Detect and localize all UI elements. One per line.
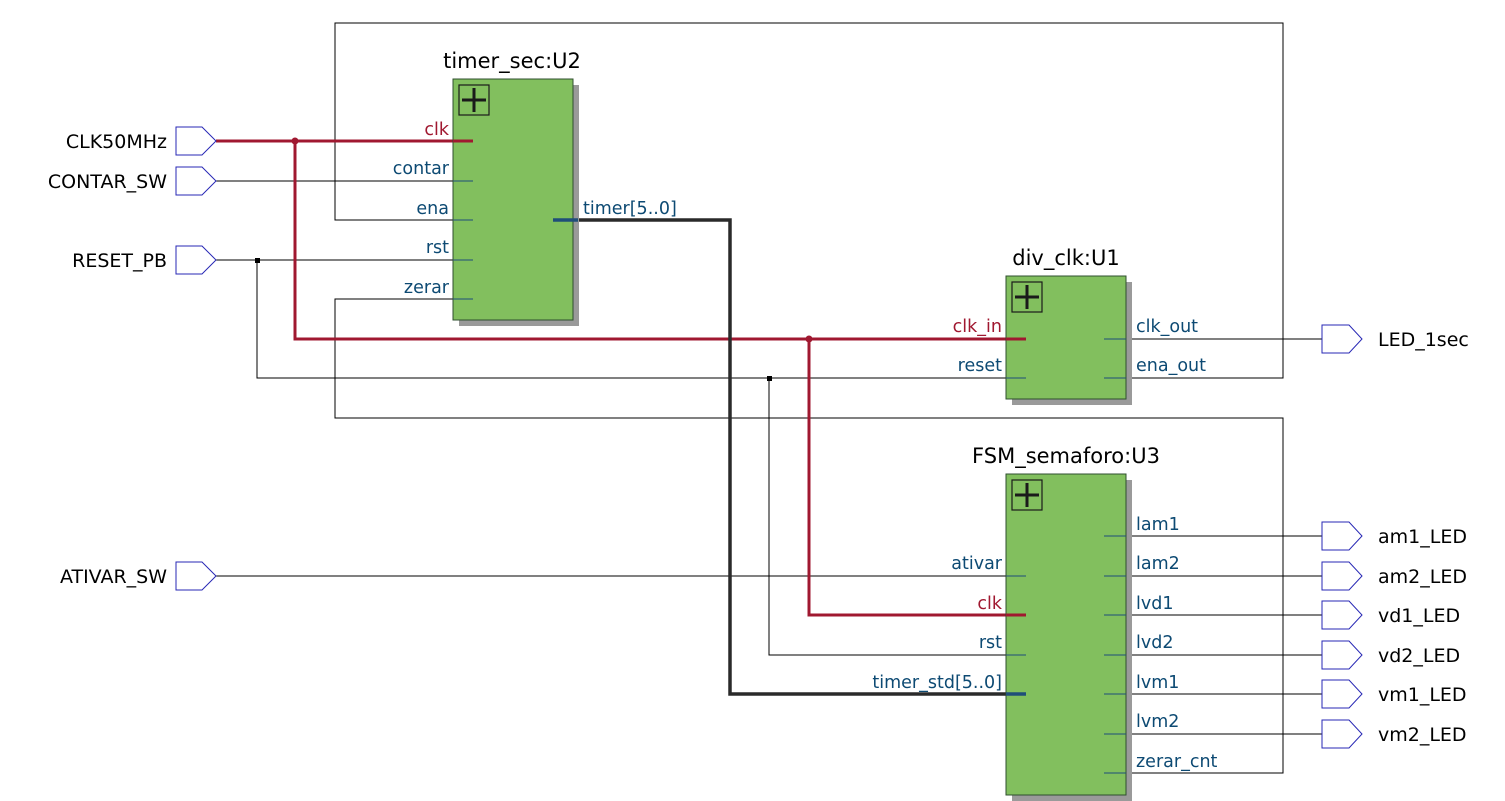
output-port-label: vd1_LED xyxy=(1378,605,1460,627)
pin-u2-clk: clk xyxy=(424,120,449,140)
output-port-vm2-led[interactable]: vm2_LED xyxy=(1321,719,1467,749)
input-port-contar-sw[interactable]: CONTAR_SW xyxy=(48,166,217,196)
pin-u2-ena: ena xyxy=(416,199,449,219)
block-body xyxy=(452,78,574,321)
output-port-icon xyxy=(1321,521,1363,551)
expand-plus-icon[interactable] xyxy=(1011,281,1043,313)
pin-u3-lam2: lam2 xyxy=(1136,554,1180,574)
output-port-icon xyxy=(1321,561,1363,591)
output-port-label: vm2_LED xyxy=(1378,724,1467,746)
wire-reset-trunk[interactable] xyxy=(256,260,1026,379)
bus-pin-stubs xyxy=(553,218,1026,696)
junction-dot xyxy=(255,258,260,263)
input-port-icon xyxy=(175,166,217,196)
wire-reset-to-u3[interactable] xyxy=(768,378,1026,656)
input-port-icon xyxy=(175,126,217,156)
output-port-vd2-led[interactable]: vd2_LED xyxy=(1321,640,1460,670)
input-port-ativar-sw[interactable]: ATIVAR_SW xyxy=(60,561,217,591)
pin-u3-zerar-cnt: zerar_cnt xyxy=(1136,752,1218,772)
input-port-label: ATIVAR_SW xyxy=(60,566,167,588)
instance-name-u3: FSM_semaforo:U3 xyxy=(972,444,1160,469)
pin-u3-clk: clk xyxy=(977,594,1002,614)
instance-name-u2: timer_sec:U2 xyxy=(443,49,581,74)
block-body xyxy=(1005,473,1127,796)
block-fsm-semaforo-u3[interactable] xyxy=(1005,473,1132,801)
clock-pin-stubs xyxy=(453,139,1026,617)
input-port-label: RESET_PB xyxy=(72,250,167,272)
input-port-icon xyxy=(175,245,217,275)
pin-stubs xyxy=(453,180,1126,774)
output-port-label: vd2_LED xyxy=(1378,645,1460,667)
pin-u2-contar: contar xyxy=(393,159,450,179)
junction-dot xyxy=(805,335,813,343)
wire-ena-loop[interactable] xyxy=(334,22,1284,379)
pin-u3-rst: rst xyxy=(979,633,1002,653)
pin-u1-reset: reset xyxy=(958,356,1002,376)
pin-u3-lvm1: lvm1 xyxy=(1136,673,1179,693)
pin-u1-clk-in: clk_in xyxy=(953,317,1002,337)
pin-u1-ena-out: ena_out xyxy=(1136,356,1206,376)
pin-u3-lam1: lam1 xyxy=(1136,515,1180,535)
output-port-am2-led[interactable]: am2_LED xyxy=(1321,561,1467,591)
pin-u2-rst: rst xyxy=(426,238,449,258)
output-port-icon xyxy=(1321,600,1363,630)
output-port-icon xyxy=(1321,679,1363,709)
pin-u3-timer-std: timer_std[5..0] xyxy=(872,673,1002,693)
pin-u2-zerar: zerar xyxy=(404,278,450,298)
pin-u2-timer: timer[5..0] xyxy=(583,199,677,219)
pin-u3-ativar: ativar xyxy=(951,554,1003,574)
output-port-icon xyxy=(1321,719,1363,749)
output-port-am1-led[interactable]: am1_LED xyxy=(1321,521,1467,551)
output-port-label: am1_LED xyxy=(1378,526,1467,548)
pin-u3-lvm2: lvm2 xyxy=(1136,712,1179,732)
output-port-label: LED_1sec xyxy=(1378,329,1469,351)
expand-plus-icon[interactable] xyxy=(458,84,490,116)
input-port-icon xyxy=(175,561,217,591)
input-port-reset-pb[interactable]: RESET_PB xyxy=(72,245,217,275)
instance-name-u1: div_clk:U1 xyxy=(1012,246,1119,271)
pin-u1-clk-out: clk_out xyxy=(1136,317,1198,337)
input-port-clk50mhz[interactable]: CLK50MHz xyxy=(66,126,217,156)
output-port-vm1-led[interactable]: vm1_LED xyxy=(1321,679,1467,709)
input-port-label: CONTAR_SW xyxy=(48,171,167,193)
clock-net[interactable] xyxy=(216,139,1026,617)
expand-plus-icon[interactable] xyxy=(1011,479,1043,511)
junction-dot xyxy=(291,137,299,145)
output-port-vd1-led[interactable]: vd1_LED xyxy=(1321,600,1460,630)
bus-timer[interactable] xyxy=(553,218,1026,696)
feedback-wires xyxy=(216,22,1322,774)
pin-u3-lvd2: lvd2 xyxy=(1136,633,1173,653)
output-port-label: vm1_LED xyxy=(1378,684,1467,706)
junction-dot xyxy=(767,376,772,381)
output-port-led-1sec[interactable]: LED_1sec xyxy=(1321,324,1469,354)
block-timer-sec-u2[interactable] xyxy=(452,78,579,326)
pin-u3-lvd1: lvd1 xyxy=(1136,594,1173,614)
input-port-label: CLK50MHz xyxy=(66,131,167,153)
output-port-label: am2_LED xyxy=(1378,566,1467,588)
output-port-icon xyxy=(1321,640,1363,670)
output-port-icon xyxy=(1321,324,1363,354)
